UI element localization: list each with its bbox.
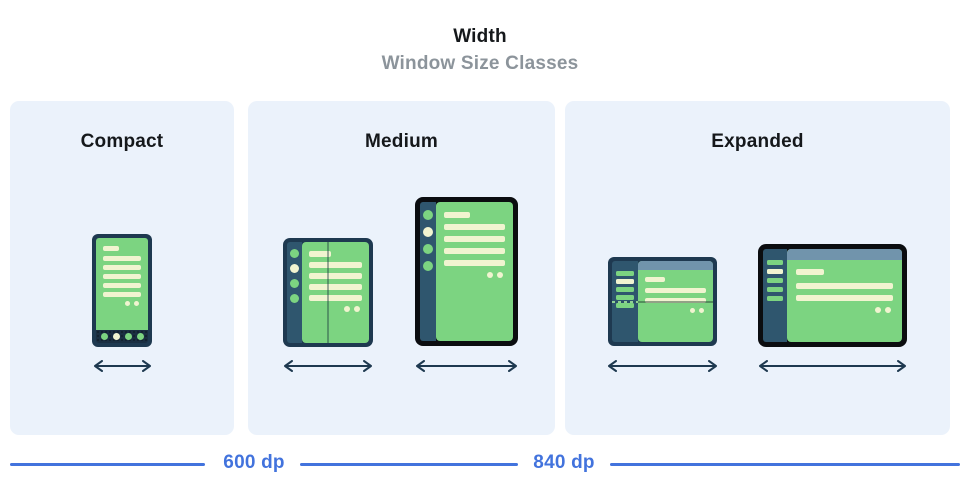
- rail-dot: [290, 249, 299, 258]
- fold-line: [327, 242, 329, 343]
- app-bar: [638, 261, 713, 270]
- sidebar-item-bar: [616, 279, 634, 284]
- content-line: [103, 274, 141, 279]
- phone-screen: [96, 238, 148, 330]
- sidebar-item-bar: [767, 278, 783, 283]
- nav-sidebar: [763, 249, 787, 342]
- sidebar-item-bar: [767, 296, 783, 301]
- content-dots: [103, 301, 141, 306]
- content-line: [444, 224, 505, 230]
- content-line: [309, 262, 362, 268]
- content-dots: [796, 307, 893, 313]
- width-arrow-icon: [608, 360, 717, 372]
- panel-title-compact: Compact: [80, 131, 164, 152]
- content-line: [645, 288, 706, 293]
- fold-line: [612, 301, 713, 303]
- content-line: [444, 212, 470, 218]
- rail-dot: [423, 261, 433, 271]
- width-arrow-icon: [284, 360, 372, 372]
- width-arrow-icon: [416, 360, 517, 372]
- sidebar-item-bar: [616, 287, 634, 292]
- content-dots: [444, 272, 505, 278]
- phone-illustration: [92, 234, 152, 347]
- sidebar-item-bar: [616, 295, 634, 300]
- nav-rail: [287, 242, 302, 343]
- navbar-dot: [124, 333, 132, 340]
- sidebar-item-bar: [616, 303, 634, 308]
- app-screen: [638, 261, 713, 342]
- navbar-dot: [100, 333, 108, 340]
- content-line: [796, 269, 824, 275]
- open-foldable-illustration: [283, 238, 373, 347]
- panel-compact: Compact: [10, 101, 234, 435]
- sidebar-item-bar: [767, 269, 783, 274]
- breakpoint-label-600: 600 dp: [223, 452, 285, 473]
- sidebar-item-bar: [616, 271, 634, 276]
- navbar-dot: [136, 333, 144, 340]
- foldable-screen: [302, 242, 369, 343]
- sidebar-item-bar: [767, 287, 783, 292]
- content-line: [309, 273, 362, 279]
- content-line: [103, 283, 141, 288]
- app-bar: [787, 249, 902, 260]
- desktop-illustration: [758, 244, 907, 347]
- content-line: [103, 246, 119, 251]
- breakpoint-label-840: 840 dp: [533, 452, 595, 473]
- tablet-portrait-illustration: [415, 197, 518, 346]
- content-dots: [645, 308, 706, 313]
- nav-rail: [420, 202, 436, 341]
- ruler-line-segment: [610, 463, 960, 466]
- content-line: [103, 265, 141, 270]
- page-title: Width: [453, 26, 507, 47]
- app-body: [787, 260, 902, 342]
- content-line: [309, 295, 362, 301]
- panel-title-expanded: Expanded: [711, 131, 804, 152]
- content-line: [309, 251, 331, 257]
- panel-medium: Medium: [248, 101, 555, 435]
- navbar-dot: [112, 333, 120, 340]
- content-line: [444, 236, 505, 242]
- ruler-line-segment: [300, 463, 518, 466]
- width-arrow-icon: [759, 360, 906, 372]
- ruler-line-segment: [10, 463, 205, 466]
- rail-dot: [423, 210, 433, 220]
- landscape-foldable-illustration: [608, 257, 717, 346]
- content-line: [309, 284, 362, 290]
- rail-dot: [290, 264, 299, 273]
- rail-dot: [423, 227, 433, 237]
- panel-expanded: Expanded: [565, 101, 950, 435]
- rail-dot: [423, 244, 433, 254]
- content-line: [103, 292, 141, 297]
- content-line: [796, 295, 893, 301]
- content-line: [103, 256, 141, 261]
- rail-dot: [290, 279, 299, 288]
- content-dots: [309, 306, 362, 312]
- phone-navbar: [96, 330, 148, 343]
- app-body: [638, 270, 713, 342]
- rail-dot: [290, 294, 299, 303]
- app-screen: [787, 249, 902, 342]
- content-line: [796, 283, 893, 289]
- content-line: [444, 248, 505, 254]
- content-line: [645, 298, 706, 303]
- tablet-screen: [436, 202, 513, 341]
- sidebar-item-bar: [767, 260, 783, 265]
- content-line: [645, 277, 665, 282]
- content-line: [444, 260, 505, 266]
- page-subtitle: Window Size Classes: [381, 53, 579, 74]
- panel-title-medium: Medium: [365, 131, 438, 152]
- width-arrow-icon: [94, 360, 151, 372]
